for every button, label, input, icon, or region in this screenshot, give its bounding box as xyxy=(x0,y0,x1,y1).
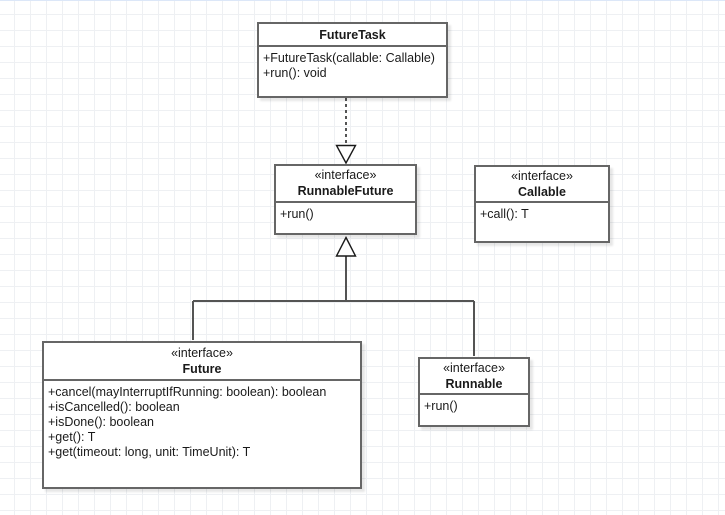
class-title: «interface» Runnable xyxy=(420,359,528,395)
class-member: +get(timeout: long, unit: TimeUnit): T xyxy=(48,445,251,459)
class-member: +cancel(mayInterruptIfRunning: boolean):… xyxy=(48,385,327,399)
class-stereotype: «interface» xyxy=(443,360,505,375)
class-members: +cancel(mayInterruptIfRunning: boolean):… xyxy=(44,381,360,487)
class-member: +FutureTask(callable: Callable) xyxy=(263,51,435,65)
class-member: +get(): T xyxy=(48,430,96,444)
class-title: «interface» Callable xyxy=(476,167,608,203)
class-stereotype: «interface» xyxy=(314,168,377,182)
class-member: +run() xyxy=(424,399,458,413)
class-member: +call(): T xyxy=(480,207,529,221)
class-box-callable[interactable]: «interface» Callable +call(): T xyxy=(474,165,610,243)
class-members: +call(): T xyxy=(476,203,608,241)
class-members: +run() xyxy=(420,395,528,425)
hollow-triangle-arrowhead-icon xyxy=(335,144,357,165)
class-title: FutureTask xyxy=(259,24,446,47)
class-members: +FutureTask(callable: Callable) +run(): … xyxy=(259,47,446,96)
class-name: RunnableFuture xyxy=(297,184,394,198)
class-name: Runnable xyxy=(445,376,503,391)
canvas-top-edge xyxy=(0,0,725,1)
class-name: FutureTask xyxy=(319,27,386,42)
class-title: «interface» RunnableFuture xyxy=(276,166,415,203)
class-box-futuretask[interactable]: FutureTask +FutureTask(callable: Callabl… xyxy=(257,22,448,98)
class-box-runnablefuture[interactable]: «interface» RunnableFuture +run() xyxy=(274,164,417,235)
class-members: +run() xyxy=(276,203,415,233)
class-title: «interface» Future xyxy=(44,343,360,381)
class-name: Future xyxy=(182,361,222,376)
class-name: Callable xyxy=(518,184,566,199)
class-member: +isCancelled(): boolean xyxy=(48,400,180,414)
class-stereotype: «interface» xyxy=(171,345,233,360)
class-box-future[interactable]: «interface» Future +cancel(mayInterruptI… xyxy=(42,341,362,489)
hollow-triangle-arrowhead-icon xyxy=(335,235,357,257)
class-stereotype: «interface» xyxy=(511,168,573,183)
class-member: +run(): void xyxy=(263,66,327,80)
class-member: +isDone(): boolean xyxy=(48,415,154,429)
generalization-edge-future-runnable-to-runnablefuture[interactable] xyxy=(192,256,475,356)
class-member: +run() xyxy=(280,207,314,221)
class-box-runnable[interactable]: «interface» Runnable +run() xyxy=(418,357,530,427)
